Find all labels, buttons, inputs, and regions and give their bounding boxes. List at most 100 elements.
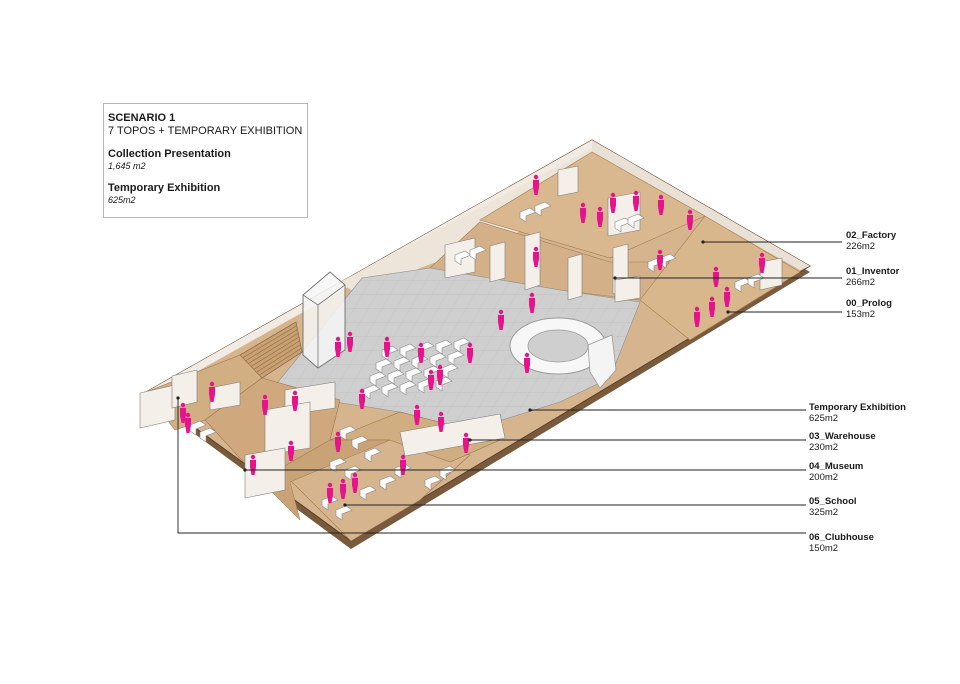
visitor-figure — [533, 174, 539, 195]
vitrine — [614, 217, 632, 233]
zone-area: 230m2 — [809, 442, 839, 453]
vitrine — [447, 350, 465, 366]
zone-name: 04_Museum — [809, 461, 864, 472]
stair-step — [250, 336, 300, 367]
zone-label-warehouse: 03_Warehouse 230m2 — [809, 431, 876, 453]
visitor-figure — [250, 454, 256, 475]
vitrine — [339, 425, 357, 441]
zone-label-prolog: 00_Prolog 153m2 — [846, 298, 892, 320]
stair-steps — [239, 321, 303, 379]
vitrine — [351, 435, 369, 451]
scenario-info-box: SCENARIO 1 7 TOPOS + TEMPORARY EXHIBITIO… — [103, 103, 308, 218]
visitor-figure — [384, 336, 390, 357]
vitrine — [329, 457, 347, 473]
visitor-figure — [438, 411, 444, 432]
zone-area: 153m2 — [846, 309, 876, 320]
zone-name: 05_School — [809, 496, 857, 507]
vitrine — [393, 356, 411, 372]
zone-label-clubhouse: 06_Clubhouse 150m2 — [809, 532, 874, 554]
vitrine — [399, 380, 417, 396]
zone-name: Temporary Exhibition — [809, 402, 906, 413]
zone-area: 266m2 — [846, 277, 876, 288]
vitrine — [435, 339, 453, 355]
visitor-figure — [414, 404, 420, 425]
vitrine — [369, 371, 387, 387]
zone-name: 02_Factory — [846, 230, 897, 241]
leader-clubhouse — [177, 398, 806, 534]
visitor-figure — [694, 306, 700, 327]
visitor-figure — [580, 202, 586, 223]
zone-label-inventor: 01_Inventor 266m2 — [846, 266, 899, 288]
ring-bench-inner — [527, 329, 589, 363]
visitor-figure — [292, 390, 298, 411]
vitrine — [189, 420, 207, 436]
visitor-figure — [687, 209, 693, 230]
stair-step — [242, 325, 297, 359]
visitor-figure — [209, 381, 215, 402]
visitor-figure — [335, 431, 341, 452]
vitrine — [429, 352, 447, 368]
visitor-figure — [347, 331, 353, 352]
stair-step — [239, 321, 297, 356]
stair-step — [261, 351, 303, 379]
visitor-figure — [428, 369, 434, 390]
zone-name: 00_Prolog — [846, 298, 892, 309]
visitor-figure — [335, 336, 341, 357]
stair-step — [253, 340, 300, 370]
vitrine — [375, 358, 393, 374]
visitor-figure — [610, 192, 616, 213]
vitrine — [381, 382, 399, 398]
visitor-figure — [533, 246, 539, 267]
zone-name: 01_Inventor — [846, 266, 900, 277]
stair-step — [259, 347, 302, 376]
stair-step — [256, 344, 301, 373]
leader-dots — [176, 240, 730, 507]
collection-presentation-area: 1,645 m2 — [108, 161, 146, 171]
zone-area: 200m2 — [809, 472, 839, 483]
visitor-figure — [633, 190, 639, 211]
zone-label-factory: 02_Factory 226m2 — [846, 230, 896, 252]
stair-step — [245, 329, 298, 362]
scenario-title: SCENARIO 1 — [108, 112, 176, 124]
partition-walls — [139, 165, 783, 499]
vitrine — [469, 245, 487, 261]
vitrine — [364, 447, 382, 463]
collection-presentation-label: Collection Presentation — [108, 148, 231, 160]
elevator-shaft-edges — [302, 284, 346, 368]
zone-name: 06_Clubhouse — [809, 532, 874, 543]
visitor-figure — [437, 364, 443, 385]
zone-area: 150m2 — [809, 543, 839, 554]
visitor-figure — [709, 296, 715, 317]
zone-name: 03_Warehouse — [809, 431, 876, 442]
vitrine — [387, 369, 405, 385]
temporary-exhibition-label: Temporary Exhibition — [108, 182, 221, 194]
zone-area: 625m2 — [809, 413, 839, 424]
visitor-figure — [524, 352, 530, 373]
visitor-figure — [340, 478, 346, 499]
back-wall-right — [592, 140, 810, 270]
visitor-figure — [359, 388, 365, 409]
visitor-figure — [418, 342, 424, 363]
vitrine — [344, 465, 362, 481]
vitrine — [199, 427, 217, 443]
stair-step — [248, 332, 299, 364]
vitrine — [747, 273, 765, 289]
vitrine — [424, 475, 442, 491]
elevator-shaft — [302, 271, 346, 369]
leader-lines — [177, 241, 842, 534]
scenario-subtitle: 7 TOPOS + TEMPORARY EXHIBITION — [108, 125, 303, 137]
visitor-figure — [288, 440, 294, 461]
vitrine — [405, 367, 423, 383]
visitor-figure — [713, 266, 719, 287]
visitor-figures — [180, 174, 765, 503]
visitor-figure — [467, 342, 473, 363]
visitor-figure — [400, 454, 406, 475]
visitor-figure — [463, 432, 469, 453]
temporary-exhibition-area: 625m2 — [108, 195, 136, 205]
visitor-figure — [759, 252, 765, 273]
vitrine — [519, 207, 537, 223]
vitrine — [439, 465, 457, 481]
vitrine — [454, 250, 472, 266]
